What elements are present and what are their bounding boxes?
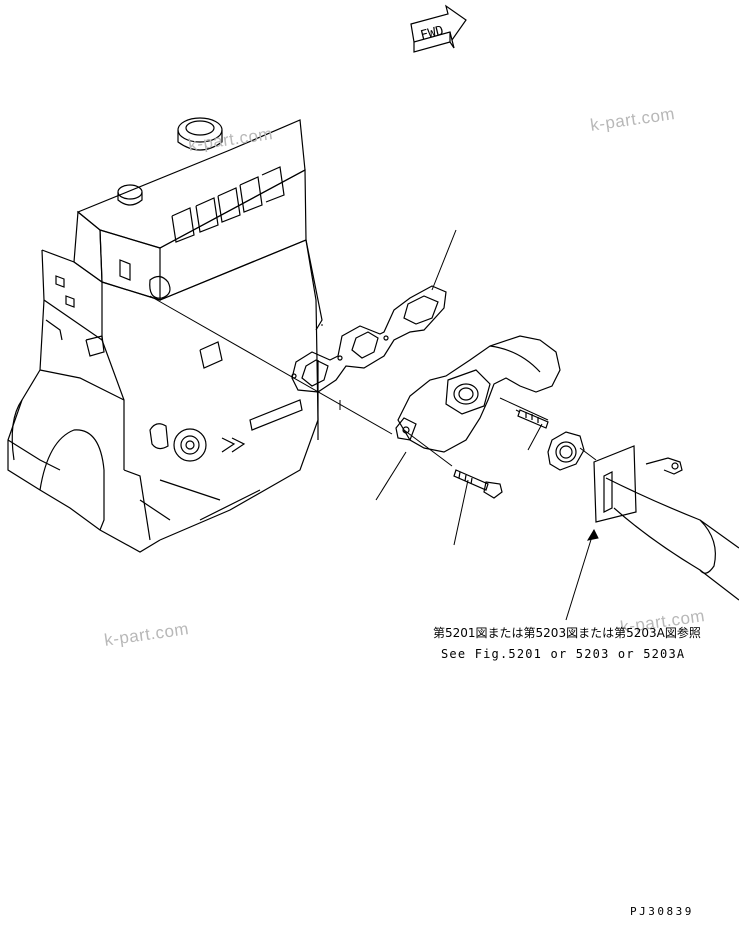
drawing-code: PJ30839 bbox=[630, 905, 694, 918]
exhaust-pipe bbox=[593, 445, 739, 601]
manifold-gasket bbox=[291, 285, 447, 393]
exhaust-manifold bbox=[395, 335, 561, 453]
leader-lines bbox=[149, 229, 599, 621]
mounting-bolt bbox=[453, 469, 503, 499]
fwd-label: FWD bbox=[419, 23, 446, 43]
stud-bolt bbox=[517, 409, 549, 429]
reference-note-english: See Fig.5201 or 5203 or 5203A bbox=[441, 647, 686, 661]
fwd-arrow-icon: FWD bbox=[410, 4, 467, 53]
engine-block bbox=[7, 117, 323, 553]
flange-gasket bbox=[547, 431, 585, 471]
reference-note-japanese: 第5201図または第5203図または第5203A図参照 bbox=[433, 626, 701, 640]
